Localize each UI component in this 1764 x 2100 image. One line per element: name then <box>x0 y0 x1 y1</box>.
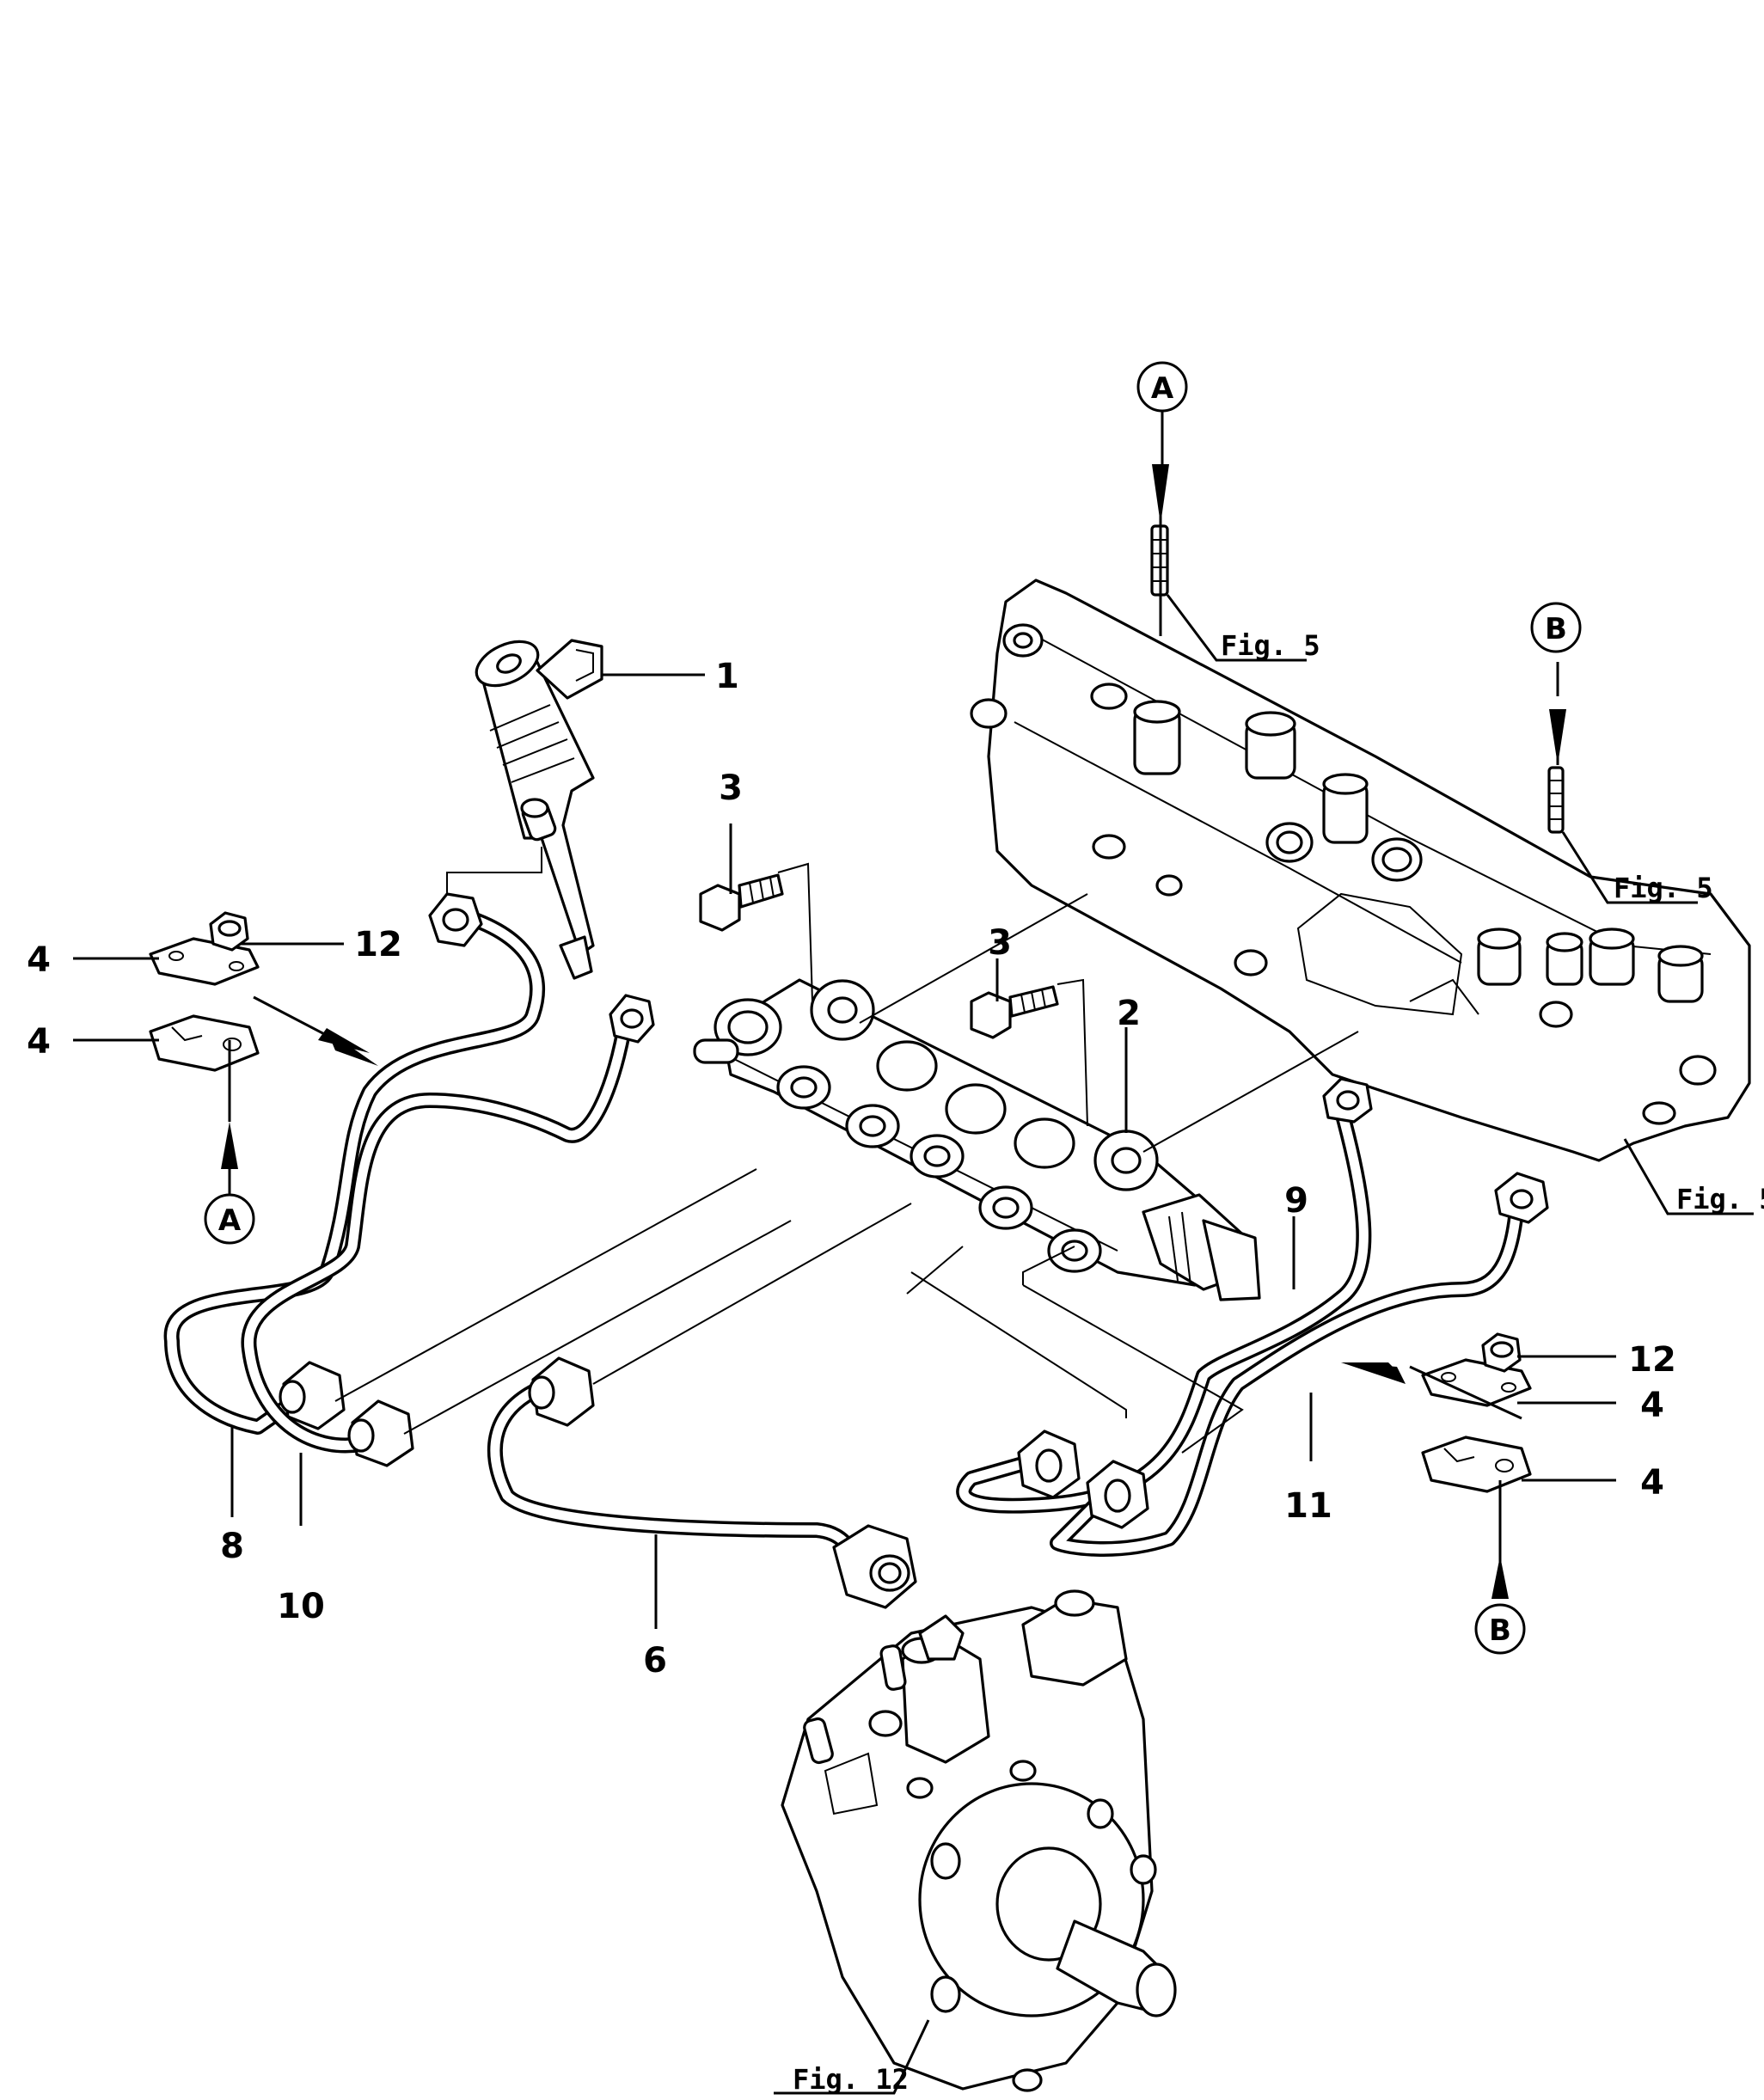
callout-10: 10 <box>277 1587 325 1626</box>
pipe-10 <box>241 998 635 1454</box>
callout-2: 2 <box>1117 994 1141 1033</box>
view-marker-b-top: B <box>1530 602 1582 653</box>
svg-text:A: A <box>218 1203 242 1238</box>
figure-references: Fig. 5 Fig. 5 Fig. 5 Fig. 12 <box>793 629 1764 2096</box>
callout-4-left-bottom: 4 <box>27 1022 51 1062</box>
callout-4-right-bottom: 4 <box>1640 1463 1664 1503</box>
stud-b <box>1547 766 1565 834</box>
fig-ref-cylinder-head: Fig. 5 <box>1676 1183 1764 1215</box>
clamp-left-bottom <box>149 1014 260 1072</box>
arrowheads <box>221 464 1566 1599</box>
pipe-11 <box>1050 1191 1525 1557</box>
nut-right <box>1481 1332 1522 1373</box>
clamp-left-top <box>149 937 260 986</box>
bolt-mid-part <box>970 985 1059 1039</box>
clamp-right-bottom <box>1421 1436 1532 1493</box>
common-rail-part <box>693 978 1261 1301</box>
fig-ref-pump: Fig. 12 <box>793 2063 909 2096</box>
callout-6: 6 <box>643 1641 667 1681</box>
svg-text:B: B <box>1489 1613 1511 1648</box>
callout-12-left: 12 <box>354 925 402 964</box>
view-marker-b-right: B <box>1474 1603 1526 1655</box>
callout-labels: 1 2 3 3 4 4 4 4 6 8 9 10 11 12 12 <box>27 657 1676 1681</box>
fig-ref-stud-a: Fig. 5 <box>1221 629 1320 662</box>
callout-9: 9 <box>1284 1181 1308 1221</box>
view-marker-a-top: A <box>1136 361 1188 413</box>
pipe-9 <box>956 1101 1372 1514</box>
callout-1: 1 <box>715 657 739 696</box>
cylinder-head-part <box>970 579 1751 1162</box>
fig-ref-stud-b: Fig. 5 <box>1614 872 1713 904</box>
callout-3-mid: 3 <box>988 923 1012 963</box>
high-pressure-pump-part <box>781 1589 1177 2092</box>
callout-8: 8 <box>220 1527 244 1566</box>
view-marker-a-left: A <box>204 1193 255 1245</box>
bolt-top-part <box>699 873 784 932</box>
pipe-nuts <box>279 892 1549 1609</box>
svg-text:A: A <box>1151 371 1174 406</box>
callout-3-top: 3 <box>719 768 743 808</box>
leader-lines <box>73 481 1754 2095</box>
callout-4-right-top: 4 <box>1640 1386 1664 1425</box>
view-markers: A A B B <box>204 361 1582 1655</box>
nut-left <box>209 911 249 952</box>
svg-text:B: B <box>1545 612 1567 646</box>
callout-4-left-top: 4 <box>27 940 51 980</box>
injector-part <box>475 639 603 980</box>
pipe-8 <box>163 903 545 1435</box>
callout-12-right: 12 <box>1628 1340 1676 1380</box>
callout-11: 11 <box>1284 1486 1332 1526</box>
